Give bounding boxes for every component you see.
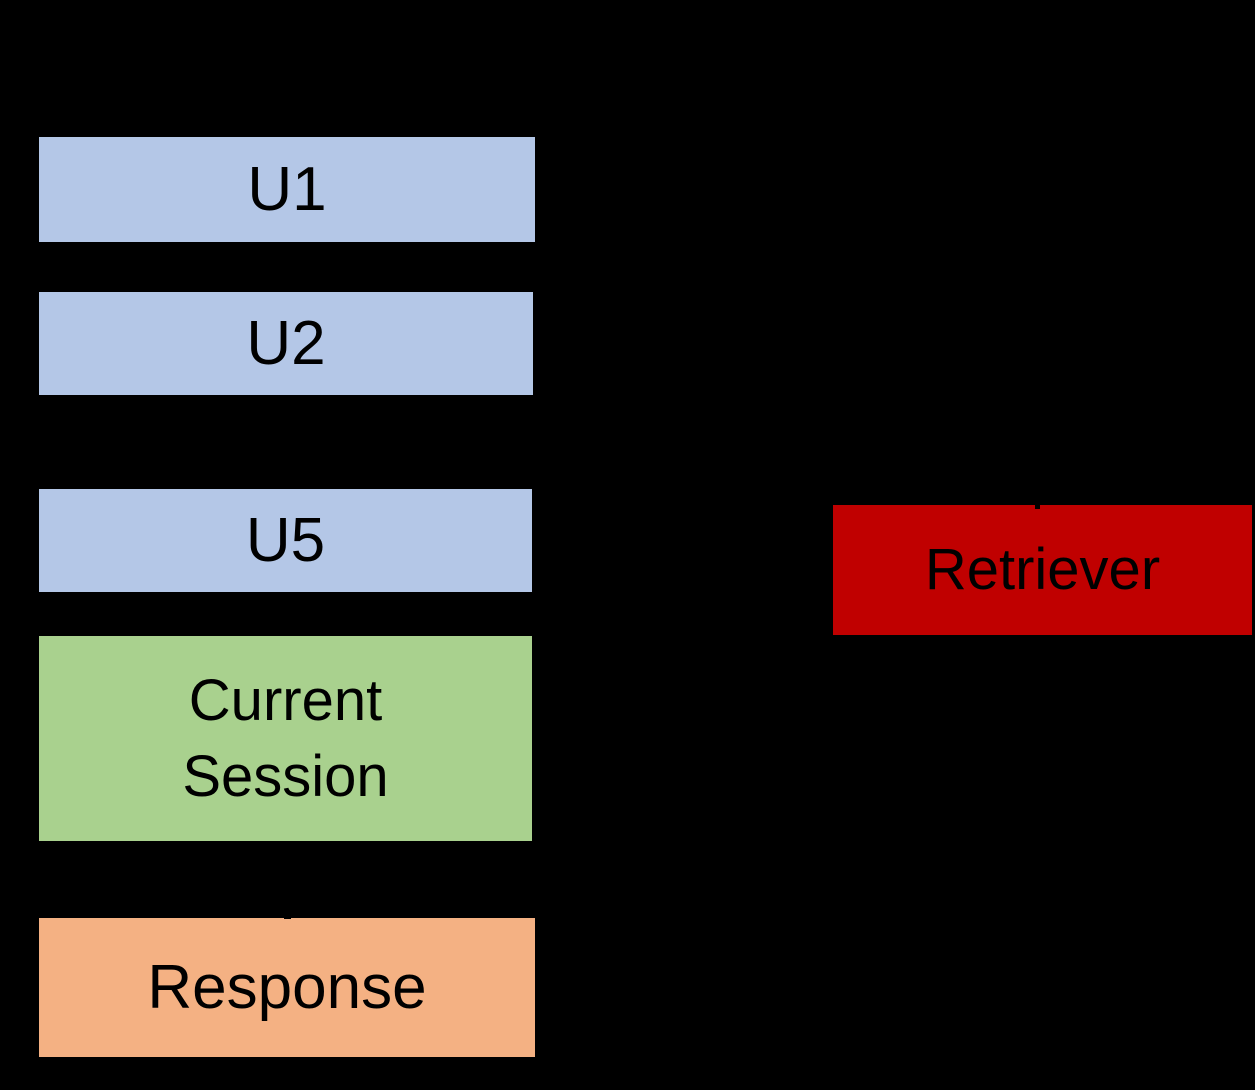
connector-arrow-tip-response xyxy=(284,913,291,919)
node-u1-label: U1 xyxy=(247,154,327,224)
node-u2: U2 xyxy=(39,292,533,395)
node-current-session-label-line1: Current xyxy=(188,668,383,734)
node-u5-label: U5 xyxy=(245,505,326,575)
node-current-session: Current Session xyxy=(39,636,532,841)
node-u5: U5 xyxy=(39,489,532,592)
node-response-label: Response xyxy=(147,952,427,1022)
connector-arrow-tip-retriever-left xyxy=(828,568,833,572)
connector-arrow-tip-retriever-top xyxy=(1035,503,1040,509)
node-response: Response xyxy=(39,918,535,1057)
node-retriever-label: Retriever xyxy=(924,536,1161,602)
node-u2-label: U2 xyxy=(246,308,326,378)
node-retriever: Retriever xyxy=(833,505,1252,635)
node-current-session-label-line2: Session xyxy=(182,743,389,809)
node-u1: U1 xyxy=(39,137,535,242)
